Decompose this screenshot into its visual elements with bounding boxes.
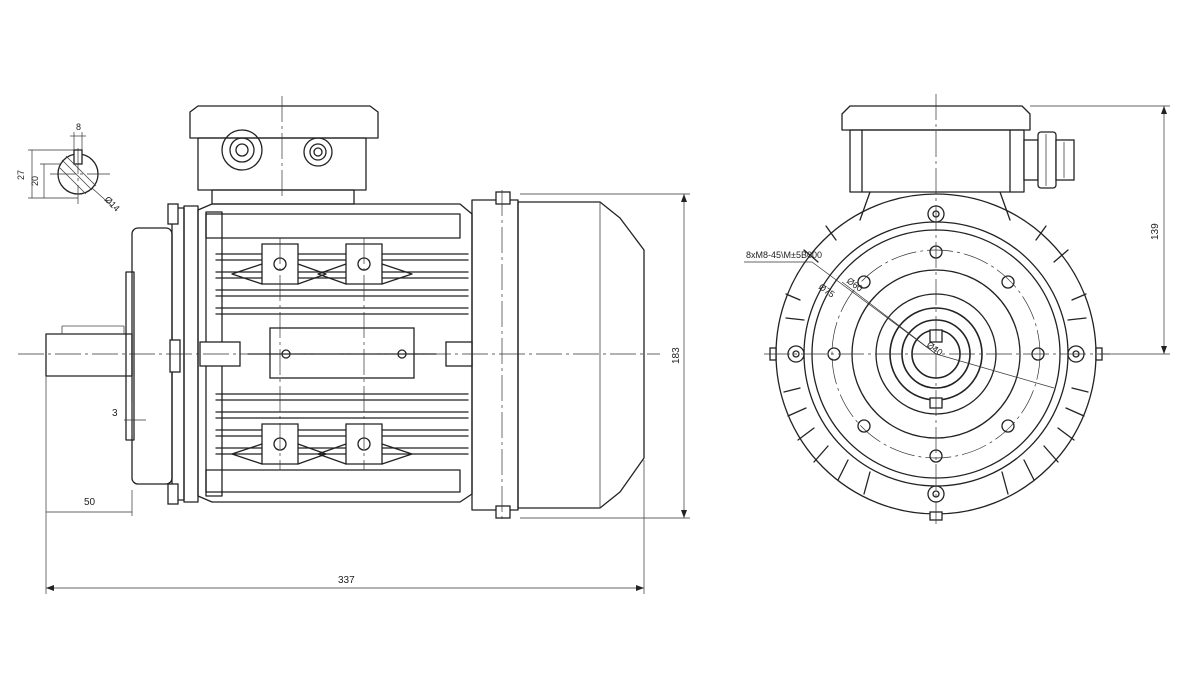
radial-ribs bbox=[783, 225, 1089, 495]
shoulder-label: 3 bbox=[112, 408, 118, 419]
front-view bbox=[744, 94, 1170, 524]
key-depth-label: 20 bbox=[30, 176, 40, 186]
end-shield bbox=[131, 227, 173, 485]
fan-cover bbox=[471, 191, 645, 519]
shaft-height-label: 139 bbox=[1150, 223, 1161, 240]
bolt-circle-2-label: Ø60 bbox=[845, 276, 865, 294]
shaft-length-label: 50 bbox=[84, 497, 96, 508]
overall-length-label: 337 bbox=[338, 575, 355, 586]
nameplate bbox=[269, 327, 415, 379]
key-width-label: 8 bbox=[76, 122, 81, 132]
key-height-label: 27 bbox=[16, 170, 26, 180]
height-label: 183 bbox=[671, 347, 682, 364]
side-view bbox=[18, 96, 690, 594]
cooling-fins bbox=[215, 253, 469, 455]
shaft-diameter-label: Ø14 bbox=[103, 194, 122, 213]
terminal-box bbox=[189, 105, 379, 205]
thread-note: 8xM8-45\M±5B000 bbox=[746, 250, 822, 260]
front-terminal-box bbox=[841, 105, 1075, 221]
key-section-detail bbox=[28, 132, 113, 207]
shaft bbox=[45, 333, 133, 377]
